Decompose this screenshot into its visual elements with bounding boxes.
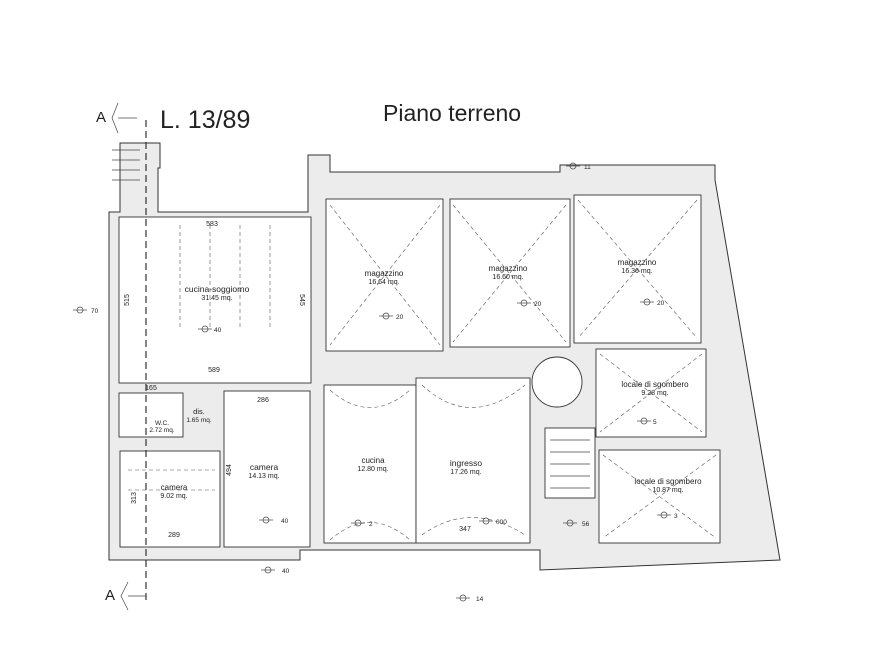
room-area-magazzino-2: 16.60 mq.	[492, 274, 523, 281]
room-name-dis: dis.	[193, 407, 205, 416]
elevation-marker: 11	[566, 162, 591, 171]
dimension-347: 347	[459, 526, 471, 533]
svg-text:40: 40	[214, 327, 222, 334]
room-name-ingresso: ingresso	[450, 458, 482, 468]
elevation-marker: 000	[479, 517, 507, 526]
room-area-locale-sgombero-2: 10.87 mq.	[652, 487, 683, 494]
section-marker-top: A	[96, 102, 137, 134]
elevation-marker: 40	[198, 325, 222, 334]
elevation-marker: 40	[261, 566, 290, 575]
vault-lines	[128, 199, 717, 541]
elevation-marker: 20	[640, 298, 665, 307]
room-area-cucina-soggiorno: 31.45 mq.	[201, 295, 232, 302]
svg-text:70: 70	[91, 308, 99, 315]
elevation-markers: 11 70 40 20 20 20 5 3 40 40 2 000 56 14	[73, 162, 678, 603]
room-name-magazzino-2: magazzino	[489, 264, 528, 273]
room-name-wc: W.C.	[155, 420, 169, 427]
dimension-313: 313	[131, 492, 138, 504]
room-area-locale-sgombero-1: 9.28 mq.	[641, 390, 668, 397]
room-area-magazzino-3: 16.36 mq.	[621, 268, 652, 275]
room-area-wc: 2.72 mq.	[149, 427, 174, 434]
room-area-cucina: 12.80 mq.	[357, 466, 388, 473]
elevation-marker: 2	[351, 519, 373, 528]
svg-text:11: 11	[584, 164, 591, 171]
svg-text:56: 56	[582, 521, 590, 528]
dimension-289: 289	[168, 532, 180, 539]
room-area-dis: 1.65 mq.	[186, 417, 211, 424]
dimension-labels: 583 545 515 589 165 286 494 313 289 347	[124, 221, 471, 539]
room-area-magazzino-1: 16.64 mq.	[368, 279, 399, 286]
room-name-locale-sgombero-1: locale di sgombero	[621, 380, 689, 389]
room-name-magazzino-3: magazzino	[618, 258, 657, 267]
elevation-marker: 5	[637, 417, 657, 426]
sheet-reference: L. 13/89	[160, 106, 250, 134]
dimension-286: 286	[257, 397, 269, 404]
svg-text:2: 2	[369, 521, 373, 528]
svg-text:20: 20	[396, 314, 404, 321]
svg-text:20: 20	[657, 300, 665, 307]
room-name-locale-sgombero-2: locale di sgombero	[634, 477, 702, 486]
room-area-ingresso: 17.26 mq.	[450, 469, 481, 476]
section-label-bottom: A	[105, 587, 115, 604]
room-name-cucina-soggiorno: cucina-soggiorno	[185, 284, 250, 294]
elevation-marker: 56	[563, 519, 590, 528]
room-name-camera-2: camera	[250, 462, 279, 472]
svg-text:14: 14	[476, 596, 484, 603]
elevation-marker: 14	[456, 594, 484, 603]
dimension-494: 494	[226, 464, 233, 476]
svg-text:20: 20	[534, 301, 542, 308]
section-label-top: A	[96, 109, 106, 126]
elevation-marker: 70	[73, 306, 99, 315]
elevation-marker: 20	[517, 299, 542, 308]
dimension-589: 589	[208, 367, 220, 374]
room-name-magazzino-1: magazzino	[365, 269, 404, 278]
room-area-camera-1: 9.02 mq.	[160, 493, 187, 500]
dimension-515: 515	[124, 294, 131, 306]
section-marker-bottom: A	[105, 581, 146, 611]
dimension-583: 583	[206, 221, 218, 228]
staircase	[112, 149, 590, 489]
svg-text:000: 000	[496, 519, 507, 526]
elevation-marker: 20	[379, 312, 404, 321]
svg-text:40: 40	[282, 568, 290, 575]
elevation-marker: 40	[259, 516, 289, 525]
svg-text:40: 40	[281, 518, 289, 525]
page-title: Piano terreno	[383, 100, 521, 126]
elevation-marker: 3	[657, 511, 678, 520]
room-name-camera-1: camera	[161, 483, 188, 492]
room-labels: cucina-soggiorno 31.45 mq. magazzino 16.…	[149, 258, 702, 500]
svg-text:5: 5	[653, 419, 657, 426]
room-area-camera-2: 14.13 mq.	[248, 473, 279, 480]
dimension-545: 545	[298, 294, 305, 306]
exterior-walls	[108, 142, 781, 571]
dimension-165: 165	[145, 385, 157, 392]
svg-text:3: 3	[674, 513, 678, 520]
room-name-cucina: cucina	[361, 456, 385, 465]
